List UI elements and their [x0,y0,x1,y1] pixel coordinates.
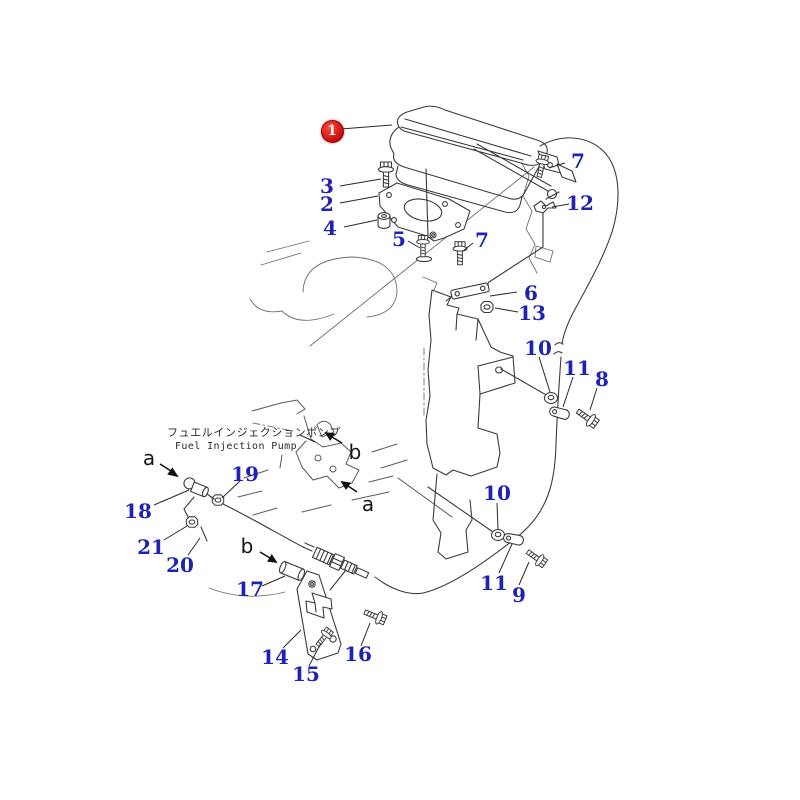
pin-20 [200,526,208,542]
spacer-4 [377,212,391,229]
pump-label-english: Fuel Injection Pump [175,441,297,452]
part-callout-7: 7 [571,149,585,173]
part-callout-4: 4 [323,216,337,240]
accelerator-pedal-assembly [389,105,577,238]
cable-adjuster [311,546,370,579]
part-callout-21: 21 [137,535,165,559]
pump-label-japanese: フュエルインジェクションポンプ [167,426,341,439]
hardware [183,153,601,650]
bolt-16 [361,605,389,627]
bolt-5 [416,235,430,258]
part-callout-13: 13 [518,301,546,325]
view-marker-b: b [348,440,362,464]
pedal-mounting-plate [378,182,471,242]
part-callout-18: 18 [124,499,152,523]
part-callout-20: 20 [166,553,194,577]
nut-13 [480,300,494,314]
part-callout-17: 17 [236,577,264,601]
fitting-18 [183,477,209,498]
grommet-10-upper [543,391,559,405]
view-marker-a: a [361,492,375,516]
view-marker-a: a [142,446,156,470]
primary-callout-badge: 1 [320,119,344,143]
control-rod [218,501,315,552]
part-callout-19: 19 [231,462,259,486]
fuel-injection-pump-sketch [237,399,453,518]
part-callout-7: 7 [475,228,489,252]
bolt-3 [377,161,395,188]
part-callout-10: 10 [483,481,511,505]
part-callout-14: 14 [261,645,289,669]
lower-bracket [296,569,347,661]
part-callout-11: 11 [480,571,508,595]
part-callout-15: 15 [292,662,320,686]
primary-callout-number: 1 [327,123,337,139]
part-callout-16: 16 [344,642,372,666]
view-marker-b: b [240,534,254,558]
part-callout-2: 2 [320,192,334,216]
spacer-17 [278,561,306,581]
grommet-10-lower [490,528,506,542]
pump-label: フュエルインジェクションポンプ Fuel Injection Pump [167,424,341,452]
bolt-7-middle [452,241,468,266]
part-callout-10: 10 [524,336,552,360]
part-callout-8: 8 [595,367,609,391]
nut-19 [211,494,225,506]
view-arrows [159,431,358,564]
part-callout-12: 12 [566,191,594,215]
clamp-11-lower [502,532,525,547]
clamp-11-upper [548,405,571,421]
lever-links [183,493,215,518]
part-callout-11: 11 [563,356,591,380]
part-callout-3: 3 [320,174,334,198]
nut-21 [185,516,199,528]
bolt-8 [573,404,601,431]
part-callout-9: 9 [512,583,526,607]
part-callout-5: 5 [392,227,406,251]
leader-lines [153,124,598,667]
main-bracket [425,289,549,560]
cable-stay-and-clamp [445,200,557,302]
part-callout-6: 6 [524,281,538,305]
